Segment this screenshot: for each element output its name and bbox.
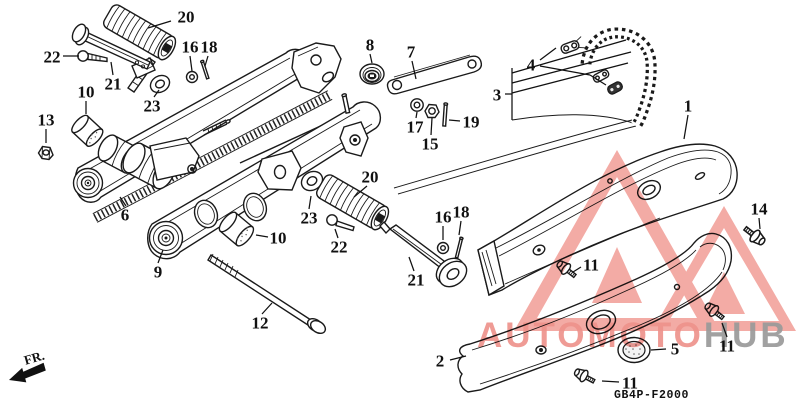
leader-line bbox=[511, 62, 629, 94]
step-bolt-top bbox=[77, 50, 108, 63]
leader-line bbox=[353, 185, 368, 198]
chain-joint-clip bbox=[560, 36, 586, 54]
front-arrow-icon bbox=[9, 362, 46, 383]
leader-line bbox=[261, 302, 273, 315]
leader-line bbox=[110, 61, 114, 76]
leader-line bbox=[601, 380, 620, 383]
inspection-cap-5 bbox=[617, 336, 651, 364]
washer-top bbox=[185, 70, 199, 84]
stopper-rubber-8 bbox=[359, 63, 385, 85]
hex-nut-15 bbox=[424, 103, 440, 119]
leader-line bbox=[589, 74, 607, 86]
cotter-pin-top bbox=[199, 59, 210, 80]
watermark-triangle-large-inner bbox=[592, 247, 642, 303]
washer-mid bbox=[436, 241, 450, 255]
leader-line bbox=[758, 217, 761, 230]
stopper-arm-7 bbox=[386, 54, 483, 95]
leader-line bbox=[255, 234, 269, 238]
watermark-triangle-small bbox=[652, 206, 796, 331]
leader-line bbox=[153, 89, 160, 98]
chain-run-leader-curves bbox=[393, 114, 637, 195]
leader-line bbox=[430, 117, 433, 136]
drive-chain-loop bbox=[580, 27, 658, 130]
pillion-step-bar-top bbox=[71, 23, 154, 70]
leader-line bbox=[539, 47, 557, 61]
step-bushing-mid bbox=[218, 211, 255, 247]
watermark-brand-secondary: HUB bbox=[704, 316, 789, 355]
diagram-part-code: GB4P-F2000 bbox=[614, 389, 690, 402]
watermark-triangle-small-inner bbox=[703, 272, 745, 314]
cross-tube-hatched bbox=[92, 90, 333, 223]
leader-line bbox=[204, 55, 209, 67]
step-collar-mid bbox=[300, 170, 324, 192]
leader-line bbox=[189, 55, 193, 72]
pillion-step-bar-mid bbox=[379, 220, 468, 288]
washer-17 bbox=[410, 98, 424, 112]
leader-line bbox=[572, 266, 582, 273]
cotter-pin-mid bbox=[454, 236, 464, 259]
leader-line bbox=[683, 114, 689, 140]
leader-line bbox=[369, 53, 373, 64]
watermark-brand-text: AUTOMOTOHUB bbox=[477, 316, 789, 355]
leader-line bbox=[511, 51, 632, 84]
pivot-bolt-12 bbox=[207, 253, 327, 335]
step-collar-top bbox=[149, 74, 171, 94]
cotter-pin-19 bbox=[442, 102, 449, 127]
leader-line bbox=[334, 228, 339, 239]
chain-joint-roller bbox=[607, 81, 623, 95]
leader-line bbox=[448, 119, 461, 122]
leader-line bbox=[650, 348, 667, 351]
leader-line bbox=[308, 195, 312, 210]
leader-line bbox=[449, 355, 467, 361]
leader-line bbox=[458, 220, 462, 236]
leader-line bbox=[539, 65, 591, 76]
leader-line bbox=[157, 249, 164, 264]
fr-label: FR. bbox=[22, 348, 46, 368]
leader-line bbox=[721, 322, 728, 338]
hex-nut-13 bbox=[37, 145, 54, 161]
step-bolt-mid bbox=[326, 214, 355, 232]
leader-line bbox=[415, 111, 418, 119]
leader-line bbox=[408, 256, 415, 272]
watermark-brand-primary: AUTOMOTO bbox=[477, 316, 704, 355]
leader-line bbox=[411, 60, 417, 80]
step-arm-assembly bbox=[72, 42, 382, 260]
step-bushing-top bbox=[71, 114, 104, 147]
front-direction-marker: FR. bbox=[9, 348, 46, 383]
leader-line bbox=[511, 39, 627, 74]
watermark-triangle-large bbox=[514, 150, 720, 331]
leader-line bbox=[147, 20, 172, 29]
leader-line bbox=[119, 196, 127, 207]
